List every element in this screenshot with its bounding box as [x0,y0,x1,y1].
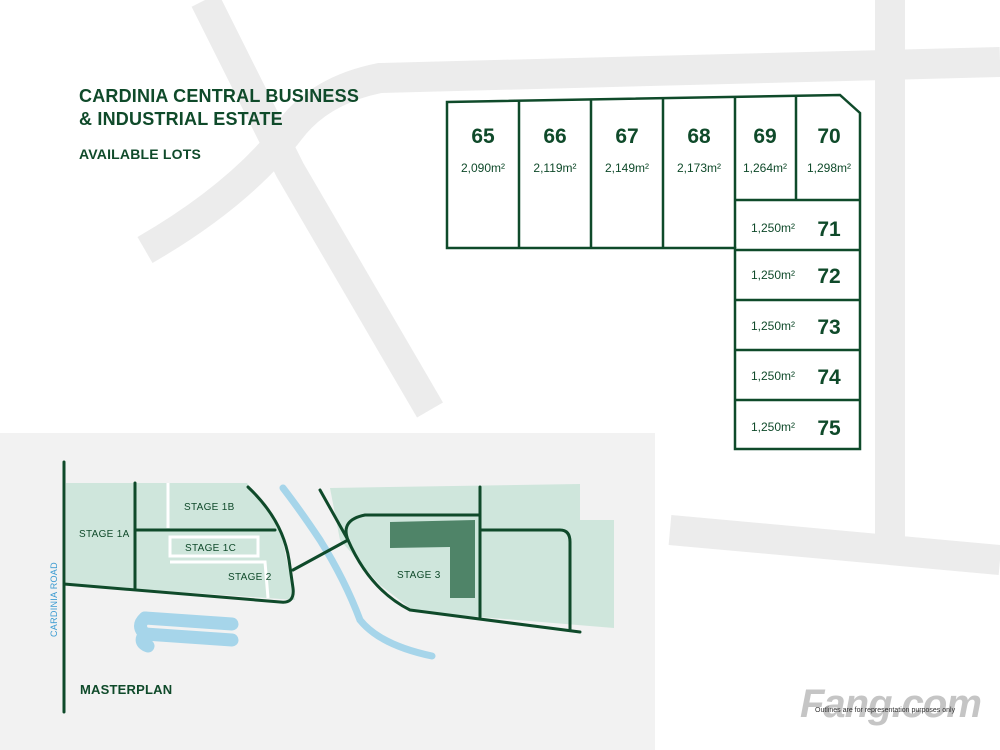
lot-66-number: 66 [543,125,566,148]
stage-1b-label: STAGE 1B [184,502,235,513]
background-roads [137,0,1000,575]
lot-grid [445,93,862,451]
lot-labels: 65 2,090m² 66 2,119m² 67 2,149m² 68 2,17… [461,125,851,440]
lot-75-number: 75 [817,417,841,440]
stage-1c-box [168,535,260,558]
stage-3-building [390,520,475,598]
retention-pond-end [134,611,155,653]
lot-65-number: 65 [471,125,495,148]
title-line-1: CARDINIA CENTRAL BUSINESS [79,86,360,106]
stage-3-label: STAGE 3 [397,570,441,581]
masterplan-heading: MASTERPLAN [80,682,173,697]
stage-1c-label: STAGE 1C [185,543,236,554]
stage-2-boundary [170,560,270,599]
stage-1a-label: STAGE 1A [79,529,130,540]
lot-70-number: 70 [817,125,840,148]
retention-pond [138,611,239,647]
title-line-2: & INDUSTRIAL ESTATE [79,109,283,129]
disclaimer-text: Outlines are for representation purposes… [815,707,956,714]
link-road [291,538,350,572]
lot-74-number: 74 [817,366,841,389]
cardinia-road-label: CARDINIA ROAD [49,562,59,637]
page-title: CARDINIA CENTRAL BUSINESS & INDUSTRIAL E… [79,85,359,131]
lot-67-number: 67 [615,125,638,148]
lot-74-area: 1,250m² [751,369,795,383]
lot-68-number: 68 [687,125,711,148]
stage-3-loop [346,538,582,634]
lot-73-area: 1,250m² [751,319,795,333]
stage-3-east-road [478,528,572,632]
lot-68-area: 2,173m² [677,161,721,175]
stage-1a-area [66,483,295,600]
watermark-logo: Fang.com [800,682,982,726]
road-curve [137,47,1000,263]
lot-69-number: 69 [753,125,776,148]
lot-71-area: 1,250m² [751,221,795,235]
lot-71-number: 71 [817,218,841,241]
lot-72-area: 1,250m² [751,268,795,282]
lot-66-area: 2,119m² [533,161,576,175]
stage-2-label: STAGE 2 [228,572,272,583]
lot-70-area: 1,298m² [807,161,851,175]
lot-65-area: 2,090m² [461,161,505,175]
lot-73-number: 73 [817,316,840,339]
masterplan-panel: STAGE 1A STAGE 1B STAGE 1C STAGE 2 STAGE… [0,433,655,750]
road-diagonal [191,0,443,418]
lot-67-area: 2,149m² [605,161,649,175]
road-lower-right [668,515,1000,575]
creek [279,484,436,660]
lot-75-area: 1,250m² [751,420,795,434]
main-road [62,485,295,604]
lot-72-number: 72 [817,265,840,288]
lot-69-area: 1,264m² [743,161,787,175]
lot-outline [445,93,862,451]
available-lots-heading: AVAILABLE LOTS [79,146,202,162]
